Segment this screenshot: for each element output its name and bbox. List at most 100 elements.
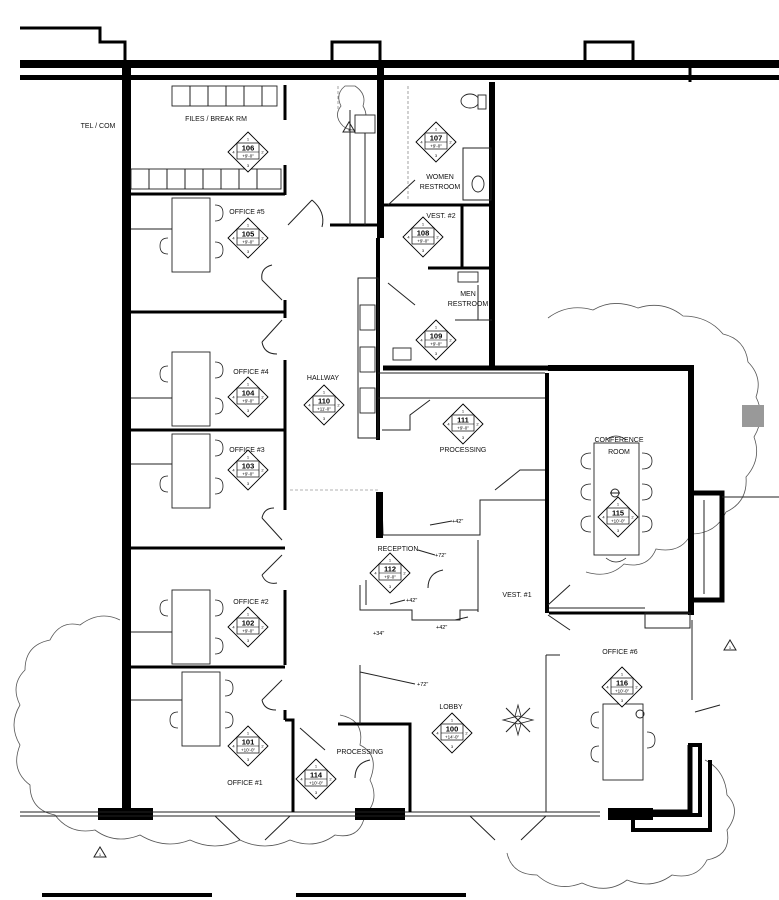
room-tag-box — [606, 507, 630, 525]
tag-index-left: 4 — [232, 150, 235, 155]
file-cabinets — [130, 85, 282, 190]
tag-index-left: 4 — [308, 403, 311, 408]
room-tag-box — [378, 563, 402, 581]
revision-cloud-bottom-right — [506, 759, 735, 889]
chair — [159, 237, 169, 255]
tag-index-left: 4 — [232, 395, 235, 400]
tag-index-left: 4 — [606, 685, 609, 690]
room-number: 114 — [310, 771, 323, 780]
room-labels: TEL / COM FILES / BREAK RM OFFICE #5 OFF… — [81, 116, 644, 787]
tag-index-right: 2 — [261, 150, 264, 155]
tag-index-top: 1 — [621, 672, 624, 677]
chair — [214, 241, 224, 259]
office-furniture — [131, 197, 234, 747]
room-number: 102 — [242, 619, 255, 628]
label-vest-2: VEST. #2 — [426, 213, 455, 220]
chair — [214, 637, 224, 655]
desk — [171, 589, 211, 665]
tag-index-top: 1 — [389, 558, 392, 563]
tag-index-right: 2 — [465, 731, 468, 736]
tag-index-left: 4 — [602, 515, 605, 520]
ceiling-height: +9'-0" — [430, 342, 442, 347]
column-base — [355, 808, 405, 820]
room-tag-box — [424, 132, 448, 150]
ceiling-height: +9'-0" — [242, 399, 254, 404]
room-number: 116 — [616, 679, 628, 688]
room-number: 101 — [242, 738, 255, 747]
ceiling-height: +10'-0" — [611, 519, 625, 524]
label-processing-upper: PROCESSING — [440, 447, 487, 454]
tag-index-left: 4 — [374, 571, 377, 576]
desk — [181, 671, 221, 747]
roof-curb — [583, 40, 635, 60]
sink — [354, 114, 376, 134]
revision-mark: 1 — [348, 127, 351, 132]
tag-index-top: 1 — [617, 502, 620, 507]
equipment-box — [742, 405, 764, 427]
column-base — [98, 808, 153, 820]
tag-index-left: 4 — [436, 731, 439, 736]
room-number: 111 — [457, 416, 469, 425]
room-tag-box — [424, 330, 448, 348]
tag-index-bottom: 3 — [247, 757, 250, 762]
tag-index-top: 1 — [315, 764, 318, 769]
tag-index-top: 1 — [435, 325, 438, 330]
tag-index-bottom: 3 — [315, 790, 318, 795]
room-tag-box — [411, 227, 435, 245]
label-tel-com: TEL / COM — [81, 123, 116, 130]
west-wall — [122, 68, 131, 813]
toilet — [460, 93, 480, 109]
dim-72-b: +72" — [417, 682, 428, 688]
revision-mark: 1 — [729, 645, 732, 650]
tag-index-bottom: 3 — [247, 163, 250, 168]
tag-index-right: 2 — [337, 403, 340, 408]
sink — [392, 347, 412, 361]
tag-index-top: 1 — [462, 409, 465, 414]
ceiling-height: +9'-0" — [242, 629, 254, 634]
chair — [214, 397, 224, 415]
tag-index-right: 2 — [449, 140, 452, 145]
tag-index-bottom: 3 — [389, 584, 392, 589]
chair — [159, 475, 169, 493]
tag-index-left: 4 — [420, 338, 423, 343]
tag-index-top: 1 — [451, 718, 454, 723]
ceiling-height: +9'-0" — [242, 240, 254, 245]
chair — [214, 361, 224, 379]
processing-upper-walls — [290, 372, 549, 613]
room-tag-box — [236, 142, 260, 160]
tag-index-bottom: 3 — [617, 528, 620, 533]
label-office-2: OFFICE #2 — [233, 599, 269, 606]
room-number: 105 — [242, 230, 255, 239]
room-tag-box — [312, 395, 336, 413]
ceiling-height: +9'-0" — [242, 472, 254, 477]
chair — [169, 711, 179, 729]
restroom-block — [330, 68, 693, 371]
ceiling-height: +14'-0" — [445, 735, 459, 740]
tag-index-right: 2 — [403, 571, 406, 576]
chair — [159, 599, 169, 617]
label-hallway: HALLWAY — [307, 375, 339, 382]
entry-doors — [214, 815, 547, 841]
tag-index-bottom: 3 — [422, 248, 425, 253]
tag-index-bottom: 3 — [462, 435, 465, 440]
room-number: 110 — [318, 397, 330, 406]
tag-index-right: 2 — [329, 777, 332, 782]
revision-triangles: 1 1 1 — [93, 121, 737, 858]
desk — [171, 433, 211, 509]
reception-lobby — [359, 540, 691, 812]
roof-curb — [330, 40, 382, 60]
room-number: 108 — [417, 229, 430, 238]
tag-index-right: 2 — [436, 235, 439, 240]
office-walls — [131, 85, 287, 720]
room-tag-box — [236, 460, 260, 478]
dimension-notes: +42" +72" +42" +34" +42" +72" — [373, 519, 469, 688]
scale-bar — [296, 893, 466, 897]
exterior-top — [20, 26, 779, 82]
tag-index-right: 2 — [631, 515, 634, 520]
